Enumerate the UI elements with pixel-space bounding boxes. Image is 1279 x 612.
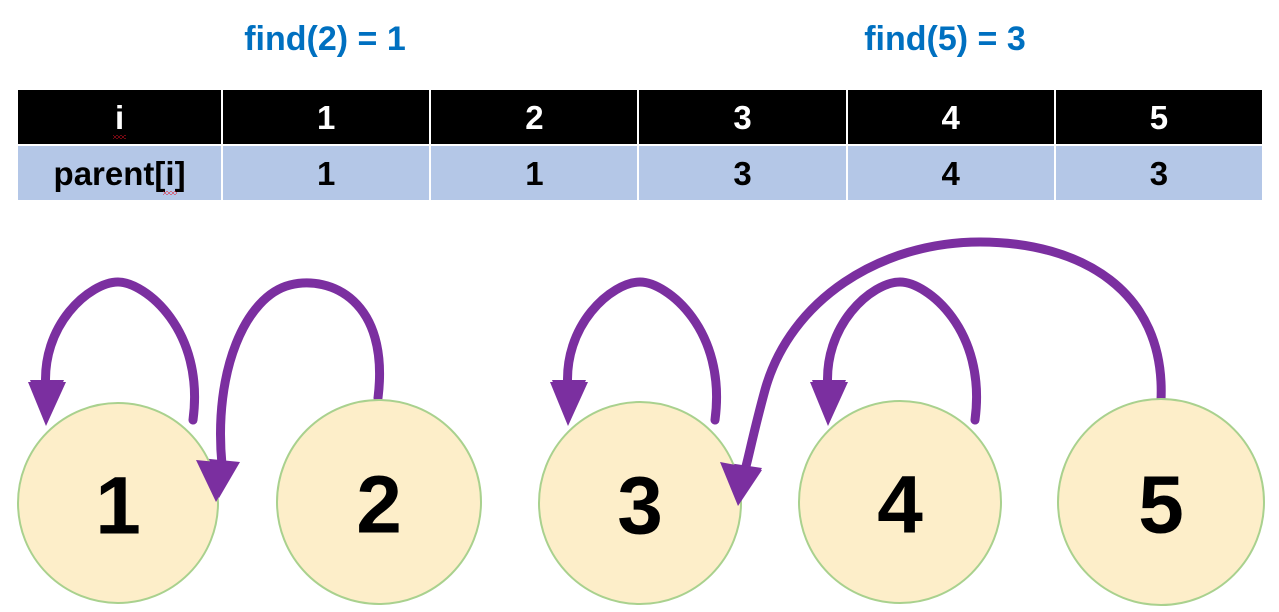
value-cell-parent-1: 1 [223, 146, 430, 200]
table-header-row: i 1 2 3 4 5 [18, 90, 1262, 144]
union-find-graph: 1 2 3 4 5 [17, 237, 1265, 606]
node-5-label: 5 [1138, 460, 1184, 551]
edge-self-loop-3-head-overlay [550, 382, 588, 426]
edge-2-to-1-head-overlay [196, 460, 238, 502]
node-group: 1 2 3 4 5 [17, 398, 1265, 606]
node-2-circle[interactable] [276, 399, 482, 605]
header-cell-i-3: 3 [639, 90, 846, 144]
header-cell-i-1: 1 [223, 90, 430, 144]
node-1-label: 1 [95, 461, 141, 552]
edge-self-loop-3 [563, 277, 722, 425]
edge-self-loop-4-head-overlay [810, 382, 848, 426]
header-cell-i-2: 2 [431, 90, 638, 144]
node-2-label: 2 [356, 460, 402, 551]
header-cell-index-label: i [18, 90, 222, 144]
header-cell-i-4: 4 [847, 90, 1054, 144]
node-3[interactable]: 3 [538, 401, 742, 605]
node-2[interactable]: 2 [276, 399, 482, 605]
header-cell-i-5: 5 [1055, 90, 1262, 144]
node-4-label: 4 [877, 460, 923, 551]
parent-label-prefix: parent[i] [53, 154, 186, 195]
value-cell-parent-3: 3 [639, 146, 846, 200]
parent-label-index-letter: i [163, 154, 177, 195]
parent-array-table: i 1 2 3 4 5 parent[i] 1 1 3 4 3 [16, 88, 1264, 202]
value-row-label-cell: parent[i] [18, 146, 222, 200]
find-annotation-1: find(5) = 3 [864, 20, 1026, 58]
value-cell-parent-4: 4 [847, 146, 1054, 200]
edge-self-loop-1 [41, 277, 200, 425]
node-3-label: 3 [617, 461, 663, 552]
find-annotation-0: find(2) = 1 [244, 20, 406, 58]
index-label-text: i [112, 98, 127, 139]
node-4-circle[interactable] [798, 400, 1002, 604]
node-1-circle[interactable] [17, 402, 219, 604]
node-1[interactable]: 1 [17, 402, 219, 604]
value-cell-parent-5: 3 [1055, 146, 1262, 200]
edge-5-to-3 [740, 237, 1166, 475]
edge-arrowhead-overlay [28, 382, 848, 506]
node-5[interactable]: 5 [1057, 398, 1265, 606]
node-5-circle[interactable] [1057, 398, 1265, 606]
edge-2-to-1 [216, 278, 384, 470]
node-4[interactable]: 4 [798, 400, 1002, 604]
edge-self-loop-4 [823, 277, 982, 425]
node-3-circle[interactable] [538, 401, 742, 605]
edge-self-loop-1-head-overlay [28, 382, 66, 426]
value-cell-parent-2: 1 [431, 146, 638, 200]
table-value-row: parent[i] 1 1 3 4 3 [18, 146, 1262, 200]
edge-5-to-3-head-overlay [720, 462, 762, 506]
